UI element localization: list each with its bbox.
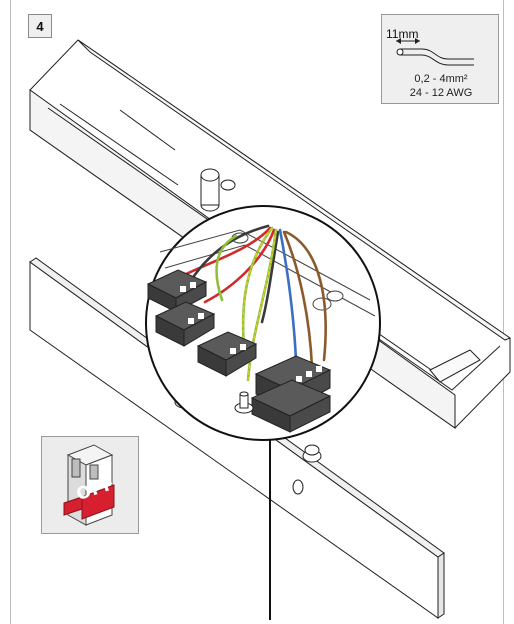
terminal-block-1 — [146, 269, 208, 313]
terminal-block-2 — [154, 301, 216, 347]
terminal-block-5 — [250, 379, 332, 433]
stripped-wire-icon — [396, 38, 474, 66]
wire-cross-section: 0,2 - 4mm² — [414, 73, 468, 85]
breaker-off-box: OFF — [41, 436, 139, 534]
ground-screw — [234, 391, 254, 414]
circuit-breaker-icon — [63, 444, 115, 526]
wire-awg-range: 24 - 12 AWG — [409, 87, 473, 99]
strip-length: 11mm — [386, 27, 419, 41]
step-number: 4 — [28, 14, 52, 38]
wire-spec-box: 11mm 0,2 - 4mm² 24 - 12 AWG — [381, 14, 499, 104]
terminal-block-3 — [196, 331, 258, 377]
page-frame — [10, 0, 504, 624]
